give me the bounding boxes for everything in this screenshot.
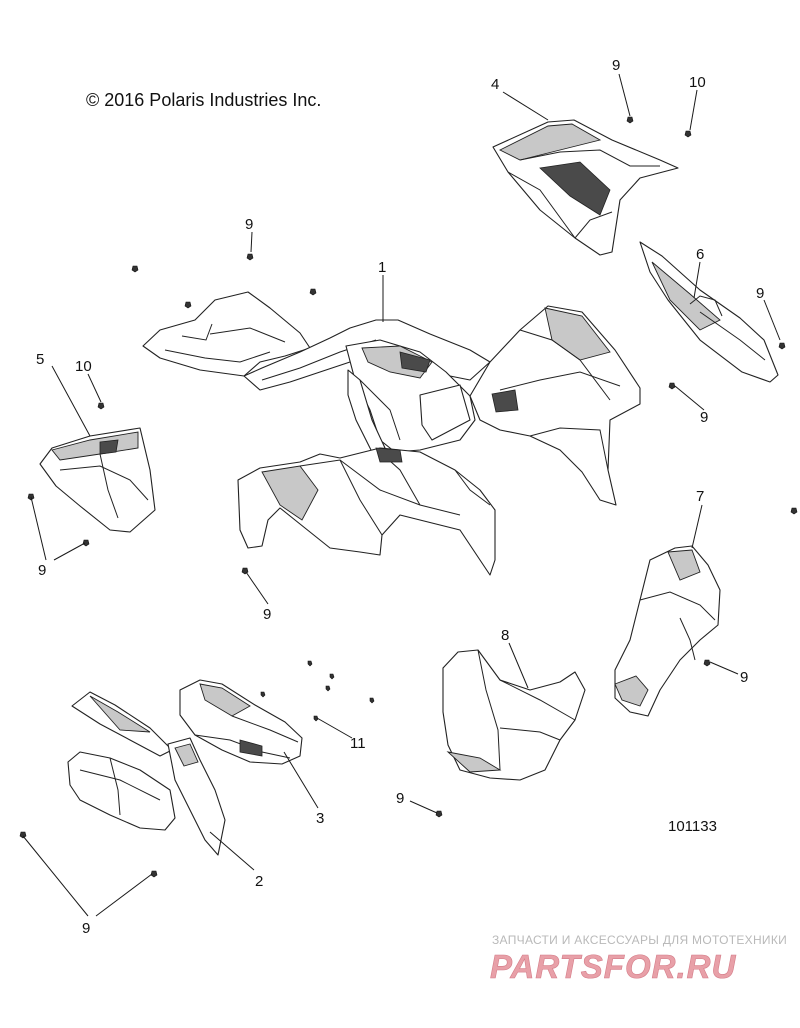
leader-lines	[22, 73, 781, 917]
callout-9-left-middle: 9	[38, 562, 46, 579]
callout-labels: 1 2 3 4 5 6 7 8 9 9 9 9 9 9 9 9 9 10 10 …	[36, 57, 764, 937]
callout-9-centre: 9	[263, 606, 271, 623]
callout-9-right-lower: 9	[740, 669, 748, 686]
callout-10-left: 10	[75, 358, 92, 375]
part-7-right-rear-panel	[614, 545, 721, 717]
callout-9-right-upper: 9	[756, 285, 764, 302]
copyright-notice: © 2016 Polaris Industries Inc.	[86, 90, 322, 110]
callout-2: 2	[255, 873, 263, 890]
watermark-logo-text: PARTSFOR.RU	[490, 948, 736, 985]
part-6-side-panel	[639, 241, 779, 383]
part-1-main-body	[142, 291, 641, 576]
fasteners	[19, 116, 798, 878]
callout-5: 5	[36, 351, 44, 368]
callout-9-top: 9	[612, 57, 620, 74]
callout-8: 8	[501, 627, 509, 644]
callout-10-top: 10	[689, 74, 706, 91]
callout-3: 3	[316, 810, 324, 827]
part-5-left-side-panel	[39, 427, 156, 533]
part-4-front-fender	[492, 119, 679, 256]
callout-7: 7	[696, 488, 704, 505]
callout-6: 6	[696, 246, 704, 263]
callout-9-right-middle: 9	[700, 409, 708, 426]
callout-9-upper-left: 9	[245, 216, 253, 233]
callout-4: 4	[491, 76, 499, 93]
part-2-left-rear-panels	[67, 691, 226, 856]
callout-1: 1	[378, 259, 386, 276]
part-8-rear-centre-fender	[442, 649, 586, 781]
callout-11: 11	[350, 735, 366, 752]
diagram-number: 101133	[668, 818, 717, 835]
watermark-caption: ЗАПЧАСТИ И АКСЕССУАРЫ ДЛЯ МОТОТЕХНИКИ	[492, 933, 788, 947]
callout-9-lower-centre: 9	[396, 790, 404, 807]
part-3-storage-box	[179, 679, 303, 765]
watermark-logo: PARTSFOR.RU	[490, 948, 736, 986]
callout-9-bottom-left: 9	[82, 920, 90, 937]
